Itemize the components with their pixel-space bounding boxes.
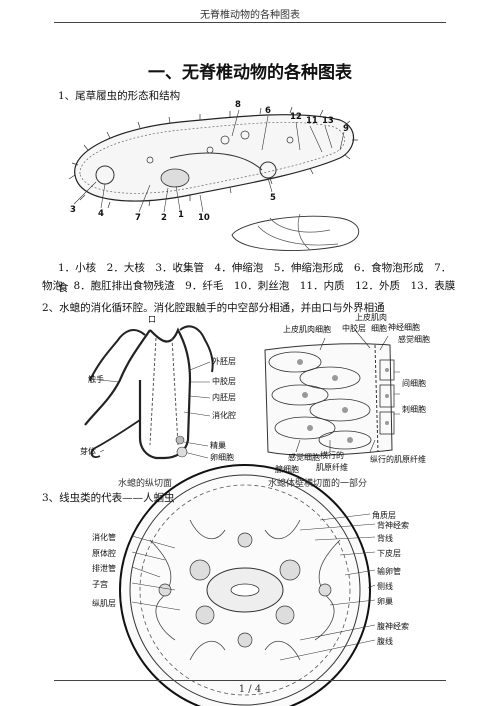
hydra-tentacle-label: 触手 bbox=[88, 375, 104, 384]
label-9: 9 bbox=[343, 124, 349, 134]
hydra-wall-figure bbox=[264, 329, 400, 456]
hydra-endoderm-label: 内胚层 bbox=[212, 393, 236, 402]
ascaris-hypodermis-label: 下皮层 bbox=[377, 549, 401, 558]
page-title: 一、无脊椎动物的各种图表 bbox=[148, 63, 352, 83]
wall-epidermal-label: 上皮肌肉 bbox=[355, 313, 387, 322]
ascaris-oviduct-label: 输卵管 bbox=[377, 567, 401, 576]
wall-cnidocyte-label: 刺细胞 bbox=[402, 405, 426, 414]
legend-line-2: 物泡 8．胞肛排出食物残渣 9．纤毛 10．刺丝泡 11．内质 12．外质 13… bbox=[42, 280, 456, 292]
label-10: 10 bbox=[198, 213, 210, 223]
ascaris-lateral-line-label: 侧线 bbox=[377, 582, 393, 591]
section1-heading: 1、尾草履虫的形态和结构 bbox=[58, 90, 181, 102]
wall-nerve-cell-label: 神经细胞 bbox=[388, 323, 420, 332]
caption-hydra-left: 水螅的纵切面 bbox=[118, 479, 173, 489]
label-2: 2 bbox=[161, 213, 167, 223]
ascaris-pseudocoel-label: 原体腔 bbox=[92, 549, 116, 558]
wall-sensory-cell-label: 感觉细胞 bbox=[398, 335, 430, 344]
legend-line-1: 1．小核 2．大核 3．收集管 4．伸缩泡 5．伸缩泡形成 6．食物泡形成 7．… bbox=[58, 262, 452, 294]
ascaris-uterus-label: 子宫 bbox=[92, 580, 108, 589]
header-rule bbox=[54, 22, 446, 23]
hydra-longitudinal-figure bbox=[84, 325, 214, 460]
label-4: 4 bbox=[98, 209, 104, 219]
hydra-spermary-label: 精巢 bbox=[210, 441, 226, 450]
hydra-mouth-label: 口 bbox=[148, 315, 156, 324]
section2-heading: 2、水螅的消化循环腔。消化腔跟触手的中空部分相通，并由口与外界相通 bbox=[42, 302, 385, 314]
wall-interstitial-label: 间细胞 bbox=[402, 379, 426, 388]
label-1: 1 bbox=[178, 210, 184, 220]
label-13: 13 bbox=[322, 116, 334, 126]
wall-cells-label: 细胞 bbox=[371, 324, 387, 333]
label-5: 5 bbox=[270, 193, 276, 203]
ascaris-gut-label: 消化管 bbox=[92, 533, 116, 542]
paramecium-figure bbox=[68, 106, 358, 213]
ascaris-ventral-nerve-label: 腹神经索 bbox=[377, 622, 409, 631]
wall-sensory2-label: 感觉细胞 bbox=[288, 453, 320, 462]
ascaris-dorsal-nerve-label: 背神经索 bbox=[377, 521, 409, 530]
ascaris-excretory-label: 排泄管 bbox=[92, 564, 116, 573]
ascaris-ovary-label: 卵巢 bbox=[377, 597, 393, 606]
caption-hydra-right: 水螅体壁横切面的一部分 bbox=[268, 479, 368, 489]
running-header: 无脊椎动物的各种图表 bbox=[200, 10, 300, 21]
hydra-ectoderm-label: 外胚层 bbox=[212, 357, 236, 366]
hydra-mesoglea-label: 中胶层 bbox=[212, 377, 236, 386]
footer-rule bbox=[54, 680, 446, 681]
ascaris-muscle-label: 纵肌层 bbox=[92, 599, 116, 608]
ascaris-dorsal-line-label: 背线 bbox=[377, 534, 393, 543]
hydra-ovary-label: 卵细胞 bbox=[210, 453, 234, 462]
ascaris-figure bbox=[119, 464, 376, 706]
ascaris-ventral-line-label: 腹线 bbox=[377, 637, 393, 646]
wall-transverse-label: 横行的 bbox=[320, 451, 344, 460]
label-11: 11 bbox=[306, 116, 318, 126]
wall-longitudinal-label: 纵行的肌原纤维 bbox=[370, 455, 426, 464]
label-8: 8 bbox=[235, 100, 241, 110]
label-7: 7 bbox=[135, 213, 141, 223]
ascaris-cuticle-label: 角质层 bbox=[372, 511, 396, 520]
hydra-cavity-label: 消化腔 bbox=[212, 411, 236, 420]
hydra-bud-label: 芽体 bbox=[80, 447, 96, 456]
label-3: 3 bbox=[70, 205, 76, 215]
wall-epi-muscle-cell-label: 上皮肌肉细胞 bbox=[283, 325, 331, 334]
section3-heading: 3、线虫类的代表——人蛔虫 bbox=[42, 492, 175, 504]
wall-mesoglea-label: 中胶层 bbox=[342, 324, 366, 333]
label-12: 12 bbox=[290, 112, 302, 122]
page-number: 1 / 4 bbox=[238, 684, 262, 695]
paramecium-sideview bbox=[231, 213, 360, 251]
wall-gland-label: 腺细胞 bbox=[275, 465, 299, 474]
wall-myofibril-label: 肌原纤维 bbox=[316, 463, 348, 472]
label-6: 6 bbox=[265, 106, 271, 116]
